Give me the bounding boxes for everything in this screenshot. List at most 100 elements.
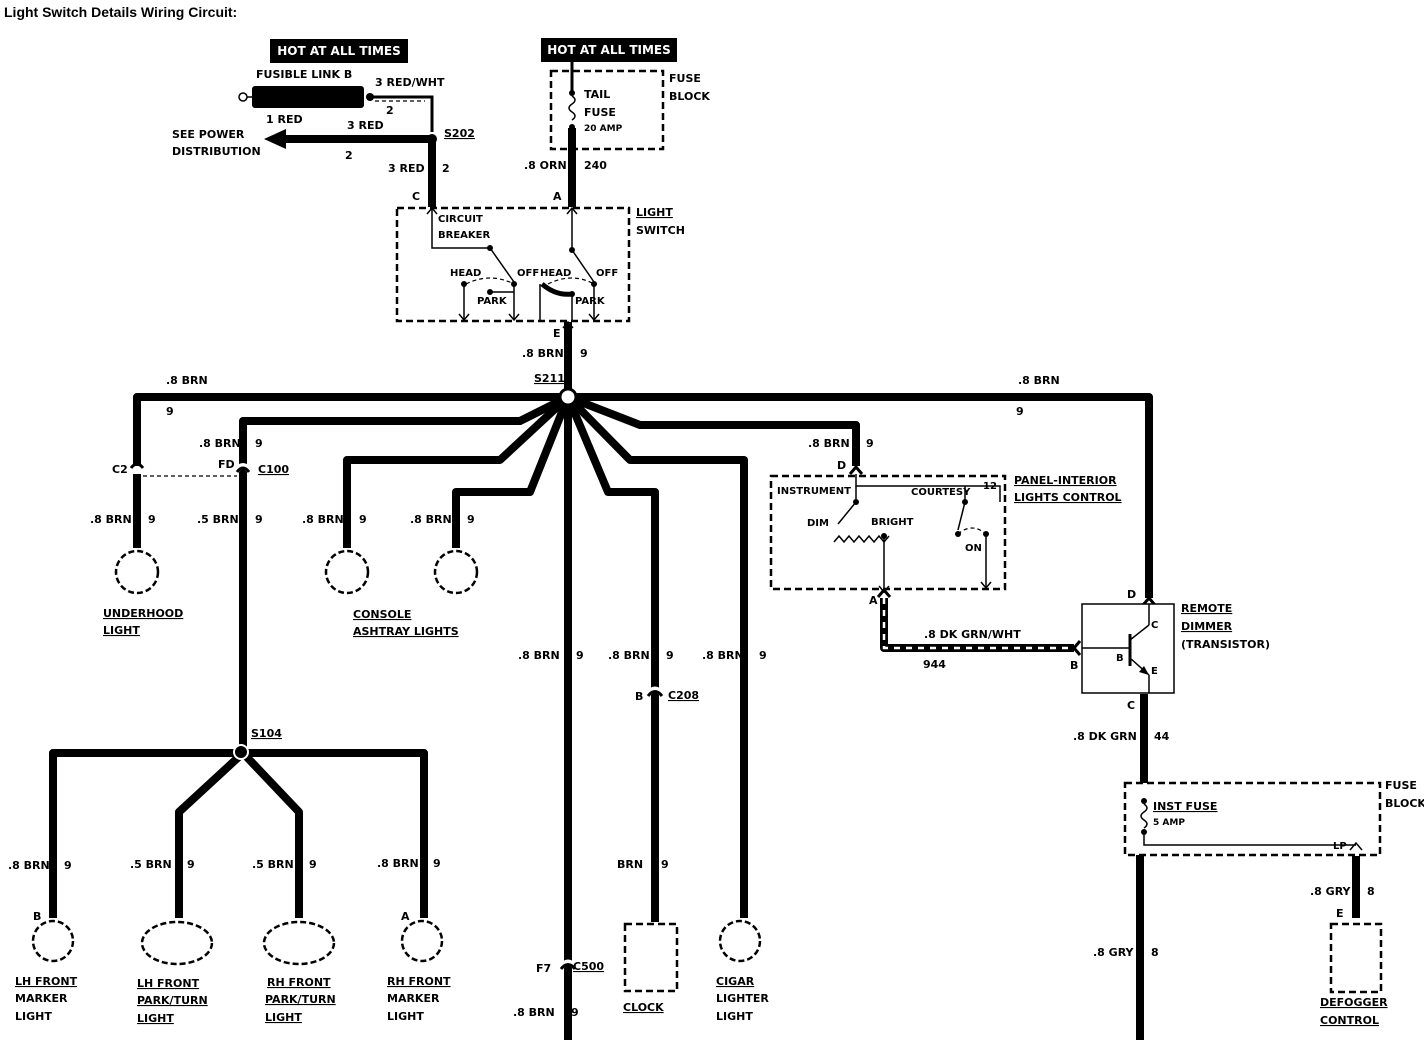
park-1: PARK	[477, 296, 508, 307]
dk-grn-wht-stripe	[882, 598, 1074, 650]
defog-label-2: CONTROL	[1320, 1014, 1379, 1027]
console-light-1	[324, 549, 370, 595]
console-num-2: 9	[467, 513, 475, 526]
c500-wire-top: .8 BRN	[518, 649, 560, 662]
c500-num-top: 9	[576, 649, 584, 662]
dimmer-conn-d: D	[1127, 588, 1136, 601]
splice-s211-label: S211	[534, 372, 565, 385]
console-light-2	[433, 549, 479, 595]
panel-on: ON	[965, 543, 982, 554]
dimmer-b-in: B	[1070, 659, 1078, 672]
switch-out-wire-label: .8 BRN	[522, 347, 564, 360]
console-label-1: CONSOLE	[353, 608, 411, 621]
front-light-0-num: 9	[64, 859, 72, 872]
conn-e-switch: E	[553, 327, 561, 340]
front-light-0-l2: MARKER	[15, 992, 68, 1005]
c100-num-top: 9	[255, 437, 263, 450]
panel-out-wire: .8 DK GRN/WHT	[924, 628, 1021, 641]
wire-3-red-b: 3 RED	[388, 162, 425, 175]
switch-out-circuit: 9	[580, 347, 588, 360]
wire-1-red: 1 RED	[266, 113, 303, 126]
main-bus-wires	[133, 393, 1153, 1040]
cigar-label-3: LIGHT	[716, 1010, 753, 1023]
c500-num-bot: 9	[571, 1006, 579, 1019]
conn-c100: C100	[258, 463, 289, 476]
wire-3-red-a: 3 RED	[347, 119, 384, 132]
conn-c500: C500	[573, 960, 604, 973]
cigar-lighter-light	[718, 919, 762, 963]
circuit-breaker-1: CIRCUIT	[438, 214, 483, 225]
clock-num-2: 9	[661, 858, 669, 871]
defogger-control-box	[1329, 922, 1383, 994]
panel-dim: DIM	[807, 518, 829, 529]
panel-bright: BRIGHT	[871, 517, 914, 528]
front-light-1-l1: LH FRONT	[137, 977, 200, 990]
console-wire-2: .8 BRN	[410, 513, 452, 526]
power-arrow-head	[264, 129, 286, 149]
panel-12: 12	[983, 481, 997, 492]
panel-conn-d: D	[837, 459, 846, 472]
splice-s104-label: S104	[251, 727, 282, 740]
splice-s202: S202	[444, 127, 475, 140]
cigar-num: 9	[759, 649, 767, 662]
console-wire-1: .8 BRN	[302, 513, 344, 526]
front-light-3-l1: RH FRONT	[387, 975, 451, 988]
front-light-3-num: 9	[433, 857, 441, 870]
conn-fd: FD	[218, 458, 235, 471]
see-power-2: DISTRIBUTION	[172, 145, 261, 158]
clock-wire: .8 BRN	[608, 649, 650, 662]
front-light-0-conn: B	[33, 910, 41, 923]
conn-c2: C2	[112, 463, 128, 476]
underhood-label-1: UNDERHOOD	[103, 607, 183, 620]
fusible-link-label: FUSIBLE LINK B	[256, 68, 352, 81]
rh-front-marker-light	[400, 919, 444, 963]
svg-text:HOT AT ALL TIMES: HOT AT ALL TIMES	[277, 44, 401, 58]
lh-front-park-turn-light	[140, 920, 214, 966]
fuse-block-top	[549, 69, 665, 151]
wire-3-red-wht: 3 RED/WHT	[375, 76, 445, 89]
underhood-wire: .8 BRN	[90, 513, 132, 526]
conn-c-switch: C	[412, 190, 420, 203]
num-2-c: 2	[442, 162, 450, 175]
underhood-num: 9	[148, 513, 156, 526]
splice-s104	[233, 744, 249, 760]
front-light-0-l1: LH FRONT	[15, 975, 78, 988]
panel-num: 9	[866, 437, 874, 450]
light-switch-label-1: LIGHT	[636, 206, 673, 219]
front-light-2-num: 9	[309, 858, 317, 871]
circuit-breaker-2: BREAKER	[438, 230, 490, 241]
c208-b: B	[635, 690, 643, 703]
cigar-label-1: CIGAR	[716, 975, 755, 988]
inst-fuse-block-2: BLOCK	[1385, 797, 1424, 810]
num-2-a: 2	[386, 104, 394, 117]
panel-internals	[833, 474, 1001, 594]
svg-text:HOT AT ALL TIMES: HOT AT ALL TIMES	[547, 43, 671, 57]
gry2-num: 8	[1151, 946, 1159, 959]
inst-fuse-lp: LP	[1333, 841, 1347, 852]
orn-circuit: 240	[584, 159, 607, 172]
dimmer-label-3: (TRANSISTOR)	[1181, 638, 1270, 651]
console-label-2: ASHTRAY LIGHTS	[353, 625, 459, 638]
front-light-3-l2: MARKER	[387, 992, 440, 1005]
gry2-wire: .8 GRY	[1093, 946, 1135, 959]
c100-wire-top: .8 BRN	[199, 437, 241, 450]
dimmer-e: E	[1151, 666, 1158, 677]
rh-front-park-turn-light	[262, 920, 336, 966]
front-light-wires	[49, 749, 428, 918]
dimmer-label-2: DIMMER	[1181, 620, 1233, 633]
off-1: OFF	[517, 268, 539, 279]
front-light-0-l3: LIGHT	[15, 1010, 52, 1023]
light-switch-box	[395, 206, 631, 323]
dimmer-b: B	[1116, 653, 1124, 664]
park-2: PARK	[575, 296, 606, 307]
dimmer-label-1: REMOTE	[1181, 602, 1232, 615]
underhood-label-2: LIGHT	[103, 624, 140, 637]
cigar-wire: .8 BRN	[702, 649, 744, 662]
see-power-1: SEE POWER	[172, 128, 245, 141]
panel-out-num: 944	[923, 658, 946, 671]
transistor-symbol	[1082, 604, 1150, 693]
console-num-1: 9	[359, 513, 367, 526]
inst-fuse-block	[1123, 781, 1382, 857]
front-light-3-conn: A	[401, 910, 410, 923]
